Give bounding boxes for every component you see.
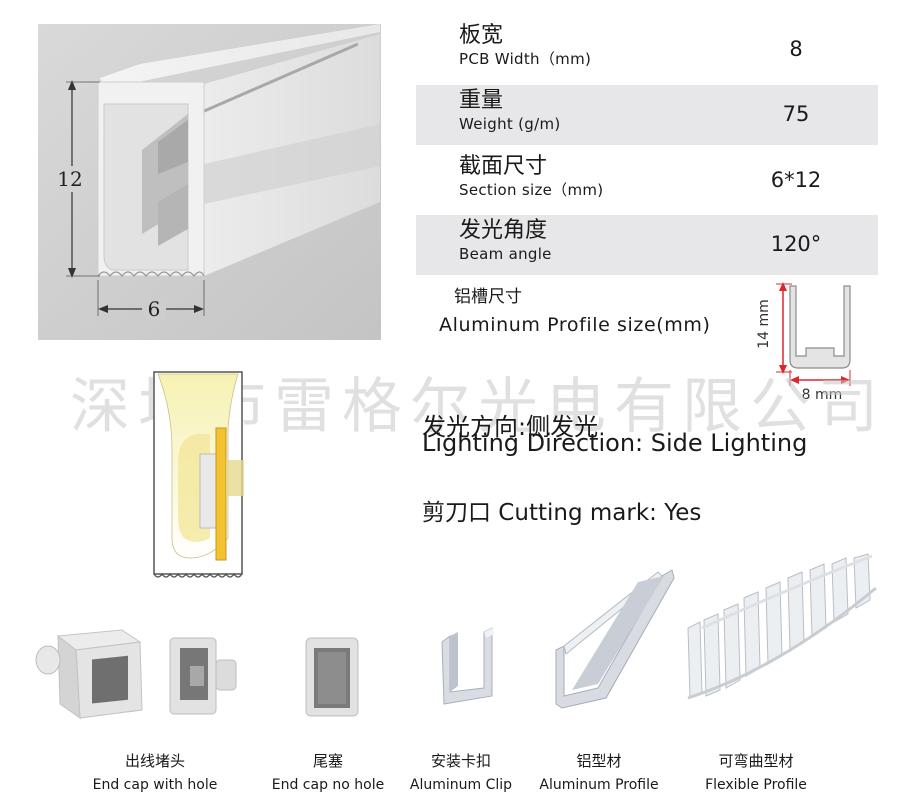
spec-label-cn: 重量 <box>459 88 504 113</box>
spec-row-beam-angle: 发光角度 Beam angle 120° <box>416 215 878 275</box>
spec-label-en: Section size（mm) <box>459 181 604 199</box>
spec-label-cn: 发光角度 <box>459 218 548 243</box>
accessory-label-cn: 安装卡扣 <box>430 752 491 770</box>
spec-row-pcb-width: 板宽 PCB Width（mm) 8 <box>416 20 878 80</box>
accessory-label-en: End cap no hole <box>271 777 385 793</box>
accessory-label-cn: 尾塞 <box>312 752 343 770</box>
width-dim-label: 6 <box>148 297 161 321</box>
spec-row-section-size: 截面尺寸 Section size（mm) 6*12 <box>416 151 878 211</box>
aluminum-profile-image <box>555 569 675 709</box>
spec-value: 8 <box>789 37 803 61</box>
profile-width-label: 8 mm <box>802 387 843 402</box>
accessory-label-en: Flexible Profile <box>705 777 807 793</box>
neon-strip-render: 12 6 <box>38 24 381 340</box>
end-cap-with-hole-image <box>35 629 237 720</box>
profile-size-diagram: 14 mm 8 mm <box>756 282 851 402</box>
lighting-direction-en: Lighting Direction: Side Lighting <box>422 429 808 457</box>
cutting-mark-text: 剪刀口 Cutting mark: Yes <box>422 500 702 526</box>
accessory-label-cn: 铝型材 <box>576 752 622 770</box>
spec-value: 6*12 <box>770 168 822 192</box>
profile-size-label-en: Aluminum Profile size(mm) <box>439 314 711 336</box>
spec-value: 75 <box>782 102 810 126</box>
accessory-label-cn: 出线堵头 <box>124 752 185 770</box>
accessory-label-en: End cap with hole <box>92 777 218 793</box>
aluminum-clip-image <box>441 627 494 705</box>
height-dim-label: 12 <box>57 167 82 191</box>
accessory-label-en: Aluminum Clip <box>409 777 513 793</box>
accessory-label-cn: 可弯曲型材 <box>718 752 794 770</box>
flexible-profile-image <box>687 553 877 700</box>
spec-label-en: Beam angle <box>459 245 552 263</box>
side-lighting-cross-section <box>153 371 244 578</box>
end-cap-no-hole-image <box>305 637 359 717</box>
spec-label-en: PCB Width（mm) <box>459 50 592 68</box>
spec-label-en: Weight (g/m) <box>459 115 561 133</box>
lighting-direction-cn: 发光方向:侧发光 <box>422 413 599 441</box>
profile-height-label: 14 mm <box>756 299 772 349</box>
spec-value: 120° <box>770 232 822 256</box>
spec-label-cn: 截面尺寸 <box>459 154 548 179</box>
spec-row-weight: 重量 Weight (g/m) 75 <box>416 85 878 145</box>
accessory-label-en: Aluminum Profile <box>539 777 659 793</box>
profile-size-label-cn: 铝槽尺寸 <box>454 287 522 307</box>
spec-label-cn: 板宽 <box>459 23 504 48</box>
